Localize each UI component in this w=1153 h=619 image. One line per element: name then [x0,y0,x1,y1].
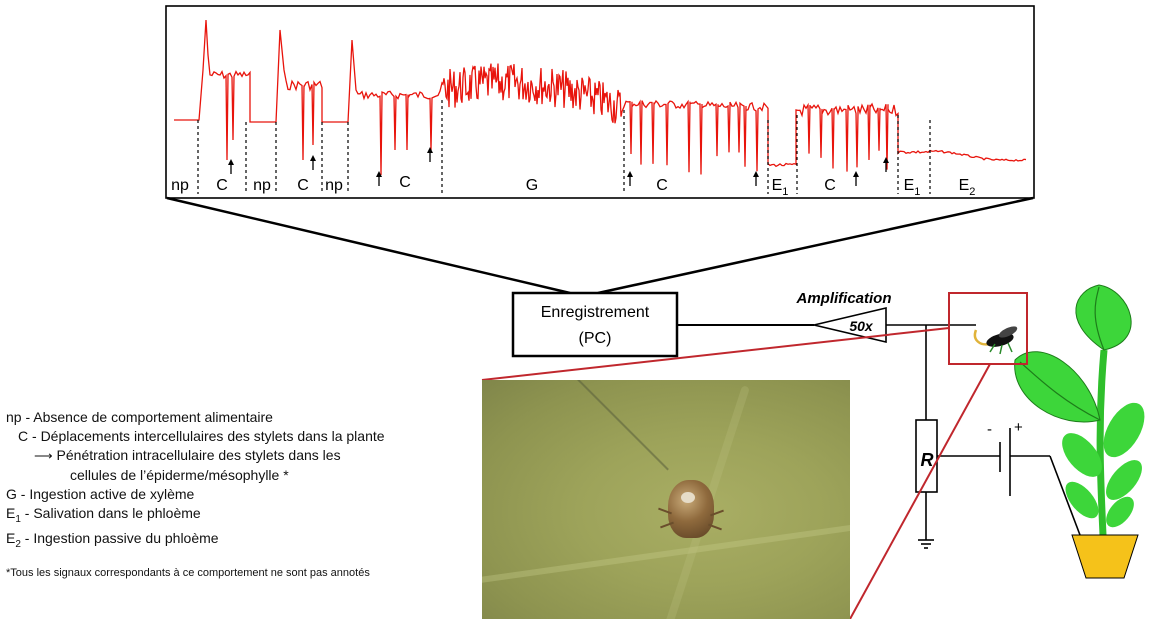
up-arrow-icon [427,147,433,162]
amplification-title: Amplification [795,290,891,307]
trace-panel [165,5,1035,199]
legend-item-np: np - Absence de comportement alimentaire [6,408,486,427]
arrow-markers [228,147,889,186]
segment-label-c-3: C [399,174,411,191]
legend-code: np [6,409,22,425]
up-arrow-icon [627,171,633,186]
footnote: *Tous les signaux correspondants à ce co… [6,567,370,580]
insect-photo [482,380,850,619]
legend: np - Absence de comportement alimentaire… [6,408,486,583]
legend-item-g: G - Ingestion active de xylème [6,485,486,504]
legend-item-arrow: ⟶ Pénétration intracellulaire des stylet… [6,446,486,465]
wire-into-pot [1049,455,1081,536]
legend-item-e1: E1 - Salivation dans le phloème [6,504,486,529]
segment-label-c-2: C [297,177,309,194]
up-arrow-icon [310,155,316,170]
legend-text: - Absence de comportement alimentaire [25,409,273,425]
legend-item-arrow-cont: cellules de l’épiderme/mésophylle * [6,466,486,485]
legend-code: G [6,485,17,502]
legend-code: C [18,428,29,445]
recording-label-line1: Enregistrement [541,304,650,321]
segment-label-e2: E2 [959,177,976,198]
segment-label-e1-2: E1 [904,177,921,198]
epg-waveform [174,19,1027,176]
battery-plus: + [1014,419,1023,436]
segment-label-c-4: C [656,177,668,194]
ground-icon [918,539,934,549]
battery-icon [999,428,1011,496]
right-arrow-icon: ⟶ [34,448,53,464]
insect-icon [973,326,1018,355]
segment-label-np-2: np [253,177,271,194]
gold-wire [572,380,669,471]
aphid-icon [658,480,724,538]
amplifier-gain: 50x [849,318,874,334]
legend-text: cellules de l’épiderme/mésophylle * [70,466,289,483]
segment-dividers [197,100,931,194]
up-arrow-icon [753,171,759,186]
legend-text: Pénétration intracellulaire des stylets … [56,447,341,464]
legend-text: - Salivation dans le phloème [24,505,201,522]
up-arrow-icon [883,157,889,172]
resistor-label: R [921,450,934,470]
up-arrow-icon [853,171,859,186]
segment-label-c-1: C [216,177,228,194]
segment-labels: np C np C np C G C E1 C E1 E2 [171,174,975,198]
epg-trace [174,19,1027,176]
photo-zoom-line-bottom [849,363,991,619]
flower-pot [1071,534,1139,579]
segment-label-g: G [526,177,538,194]
up-arrow-icon [228,159,234,174]
legend-code: E1 [6,505,21,525]
segment-label-e1-1: E1 [772,177,789,198]
legend-text: - Ingestion active de xylème [20,485,195,502]
recording-label-line2: (PC) [579,330,612,347]
legend-item-e2: E2 - Ingestion passive du phloème [6,529,486,554]
legend-item-c: C - Déplacements intercellulaires des st… [6,427,486,446]
zoom-line-left [166,196,571,295]
battery-minus: - [987,421,992,438]
legend-text: - Ingestion passive du phloème [24,530,219,547]
legend-code: E2 [6,530,21,550]
zoom-line-right [597,196,1034,295]
legend-text: - Déplacements intercellulaires des styl… [32,428,385,445]
segment-label-c-5: C [824,177,836,194]
segment-label-np-3: np [325,177,343,194]
up-arrow-icon [376,171,382,186]
photo-zoom-line-top [481,327,950,381]
segment-label-np-1: np [171,177,189,194]
plant-icon [1014,284,1145,536]
